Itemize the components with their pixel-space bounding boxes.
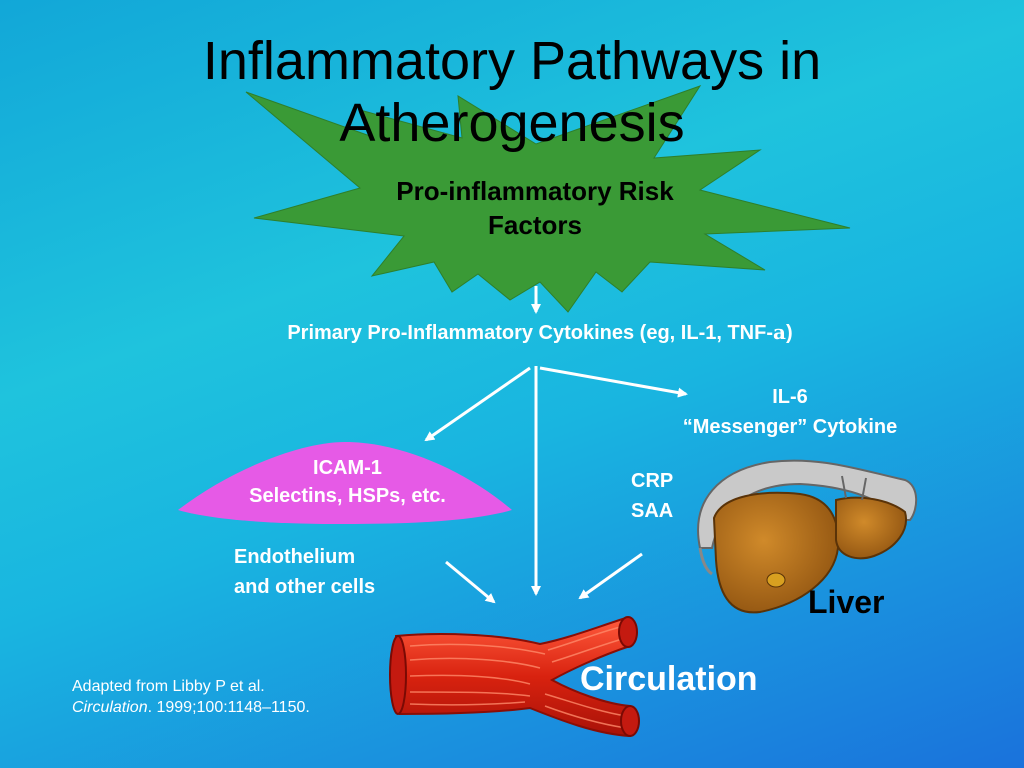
citation-line-1: Adapted from Libby P et al. (72, 678, 265, 695)
citation: Adapted from Libby P et al. Circulation.… (72, 676, 310, 718)
il6-label: IL-6 “Messenger” Cytokine (640, 382, 940, 442)
crp-text: CRP (631, 470, 674, 492)
citation-line-2: Circulation. 1999;100:1148–1150. (72, 697, 310, 718)
liver-label: Liver (808, 584, 885, 620)
endothelium-line-2: and other cells (234, 576, 376, 598)
liver-illustration (697, 459, 918, 614)
primary-cytokines-close: ) (785, 322, 793, 344)
crp-saa-label: CRP SAA (631, 466, 673, 526)
endothelium-label: Endothelium and other cells (234, 542, 375, 602)
primary-cytokines-label: Primary Pro-Inflammatory Cytokines (eg, … (130, 320, 950, 345)
blood-vessel-illustration (389, 616, 640, 738)
icam-label: ICAM-1 Selectins, HSPs, etc. (180, 454, 515, 510)
starburst-shape (245, 85, 851, 313)
il6-line-2: “Messenger” Cytokine (682, 416, 898, 438)
icam-line-2: Selectins, HSPs, etc. (249, 485, 446, 507)
citation-details: . 1999;100:1148–1150. (147, 699, 310, 716)
arrows (424, 286, 688, 604)
page-title: Inflammatory Pathways in Atherogenesis (0, 30, 1024, 154)
circulation-label: Circulation (580, 660, 758, 698)
title-line-2: Atherogenesis (339, 93, 685, 153)
icam-line-1: ICAM-1 (313, 457, 382, 479)
tnf-alpha-symbol: a (773, 320, 786, 344)
risk-factors-line-1: Pro-inflammatory Risk (396, 176, 674, 206)
il6-line-1: IL-6 (772, 386, 808, 408)
arrow-liver-to-circulation (578, 552, 643, 600)
saa-text: SAA (631, 500, 674, 522)
primary-cytokines-text: Primary Pro-Inflammatory Cytokines (eg, … (287, 322, 773, 344)
arrow-endothelium-to-circulation (445, 560, 496, 604)
endothelium-line-1: Endothelium (234, 546, 356, 568)
icam-shape (178, 442, 512, 524)
risk-factors-line-2: Factors (488, 210, 582, 240)
arrow-cytokines-to-icam (424, 366, 531, 442)
arrow-cytokines-to-il6 (539, 366, 688, 398)
title-line-1: Inflammatory Pathways in (202, 31, 822, 91)
citation-journal: Circulation (72, 699, 148, 716)
risk-factors-label: Pro-inflammatory Risk Factors (330, 174, 740, 242)
